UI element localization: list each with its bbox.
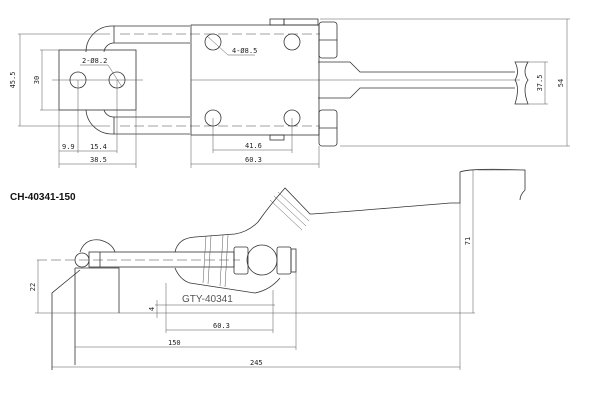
dim-body-holes: 4-Ø8.5 <box>232 47 257 55</box>
u-bar-outer-top <box>85 25 190 53</box>
dim-plate-width: 38.5 <box>90 156 107 164</box>
dim-body-hole-spacing: 41.6 <box>245 142 262 150</box>
dim-hole-offset: 9.9 <box>62 143 75 151</box>
ball-joint <box>246 244 278 276</box>
dim-base-height: 22 <box>29 283 37 291</box>
dim-overall-length: 245 <box>250 359 263 367</box>
dim-side-body-length: 60.3 <box>213 322 230 330</box>
u-bar-outer-bottom <box>85 109 190 135</box>
top-view: 45.5 30 2-Ø8.2 4-Ø8.5 9.9 15.4 38.5 41.6… <box>9 18 570 168</box>
handle-fork <box>318 61 515 99</box>
hex-nut <box>233 246 249 275</box>
dim-hole-spacing: 15.4 <box>90 143 107 151</box>
product-code-title: CH-40341-150 <box>10 192 76 203</box>
base-block <box>51 267 120 370</box>
dim-plate-holes: 2-Ø8.2 <box>82 57 107 65</box>
handle-grip <box>514 61 529 105</box>
rod <box>88 251 235 268</box>
body-hole <box>283 33 301 51</box>
dim-base-offset: 4 <box>148 307 156 311</box>
model-label: GTY-40341 <box>182 294 233 305</box>
dim-handle-width: 37.5 <box>536 75 544 92</box>
dim-reach: 150 <box>168 339 181 347</box>
top-dimensions: 45.5 30 2-Ø8.2 4-Ø8.5 9.9 15.4 38.5 41.6… <box>9 18 570 168</box>
hex-nut <box>276 246 292 275</box>
dim-side-overall-height: 71 <box>464 237 472 245</box>
side-dimensions: 22 4 60.3 150 245 71 <box>29 169 525 370</box>
hook <box>79 239 116 253</box>
dim-overall-height: 45.5 <box>9 72 17 89</box>
body-hole <box>204 33 222 51</box>
dim-overall-width: 54 <box>557 79 565 87</box>
side-view: GTY-40341 22 4 60.3 150 245 71 <box>29 168 526 370</box>
dim-body-length: 60.3 <box>245 156 262 164</box>
u-bar-inner-top <box>103 42 190 53</box>
dim-plate-hole-spacing: 30 <box>33 76 41 84</box>
lever-lower <box>174 267 281 294</box>
